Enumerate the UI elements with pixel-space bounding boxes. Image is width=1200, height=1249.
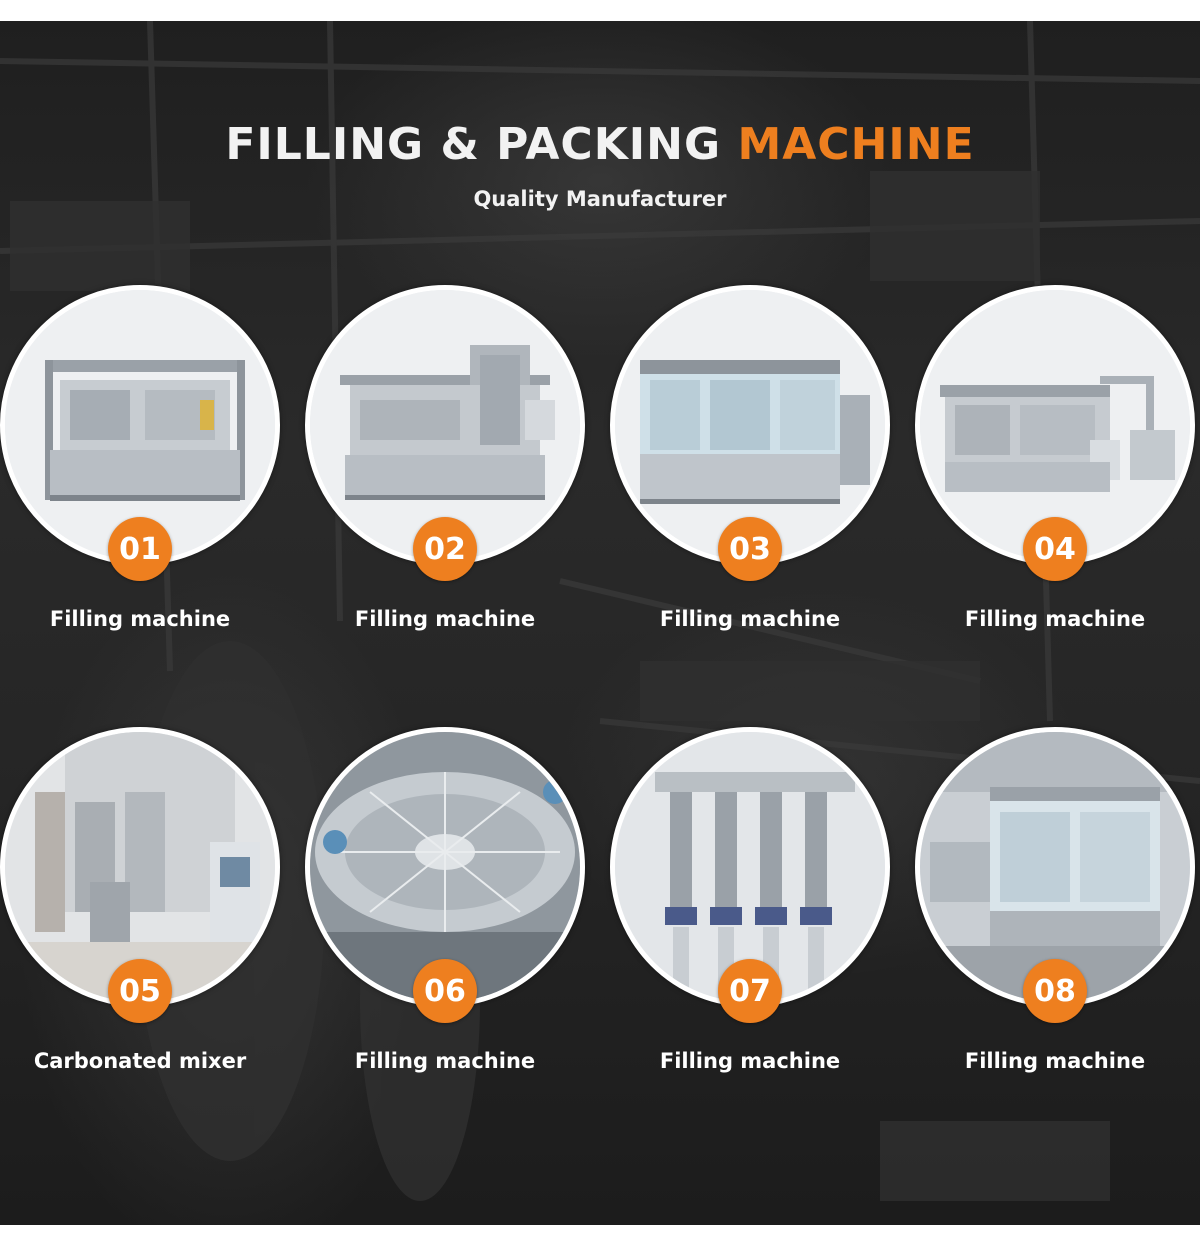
title-accent: MACHINE <box>737 119 975 170</box>
product-image-03 <box>610 285 890 565</box>
filling-machine-photo <box>920 290 1190 560</box>
filling-machine-photo <box>615 290 885 560</box>
product-number-badge: 05 <box>108 959 172 1023</box>
product-image-07 <box>610 727 890 1007</box>
filling-machine-photo <box>310 290 580 560</box>
product-label: Filling machine <box>964 1049 1146 1073</box>
product-number-badge: 01 <box>108 517 172 581</box>
product-image-06 <box>305 727 585 1007</box>
product-banner: FILLING & PACKING MACHINE Quality Manufa… <box>0 21 1200 1225</box>
product-item-07[interactable]: 07 Filling machine <box>610 727 890 1073</box>
product-number-badge: 04 <box>1023 517 1087 581</box>
carbonated-mixer-photo <box>5 732 275 1002</box>
product-label: Filling machine <box>659 1049 841 1073</box>
product-label: Filling machine <box>49 607 231 631</box>
product-label: Filling machine <box>354 607 536 631</box>
product-item-01[interactable]: 01 Filling machine <box>0 285 280 631</box>
product-label: Carbonated mixer <box>33 1049 247 1073</box>
product-item-08[interactable]: 08 Filling machine <box>915 727 1195 1073</box>
product-item-02[interactable]: 02 Filling machine <box>305 285 585 631</box>
product-label: Filling machine <box>964 607 1146 631</box>
filling-valves-closeup-photo <box>615 732 885 1002</box>
product-label: Filling machine <box>659 607 841 631</box>
product-item-06[interactable]: 06 Filling machine <box>305 727 585 1073</box>
product-number-badge: 08 <box>1023 959 1087 1023</box>
filling-machine-photo <box>5 290 275 560</box>
rotary-filler-closeup-photo <box>310 732 580 1002</box>
product-item-03[interactable]: 03 Filling machine <box>610 285 890 631</box>
product-item-05[interactable]: 05 Carbonated mixer <box>0 727 280 1073</box>
title-main: FILLING & PACKING <box>225 119 722 170</box>
product-number-badge: 07 <box>718 959 782 1023</box>
product-number-badge: 03 <box>718 517 782 581</box>
page-title: FILLING & PACKING MACHINE <box>0 119 1200 170</box>
page-subtitle: Quality Manufacturer <box>473 187 727 211</box>
product-number-badge: 02 <box>413 517 477 581</box>
product-label: Filling machine <box>354 1049 536 1073</box>
product-item-04[interactable]: 04 Filling machine <box>915 285 1195 631</box>
product-number-badge: 06 <box>413 959 477 1023</box>
